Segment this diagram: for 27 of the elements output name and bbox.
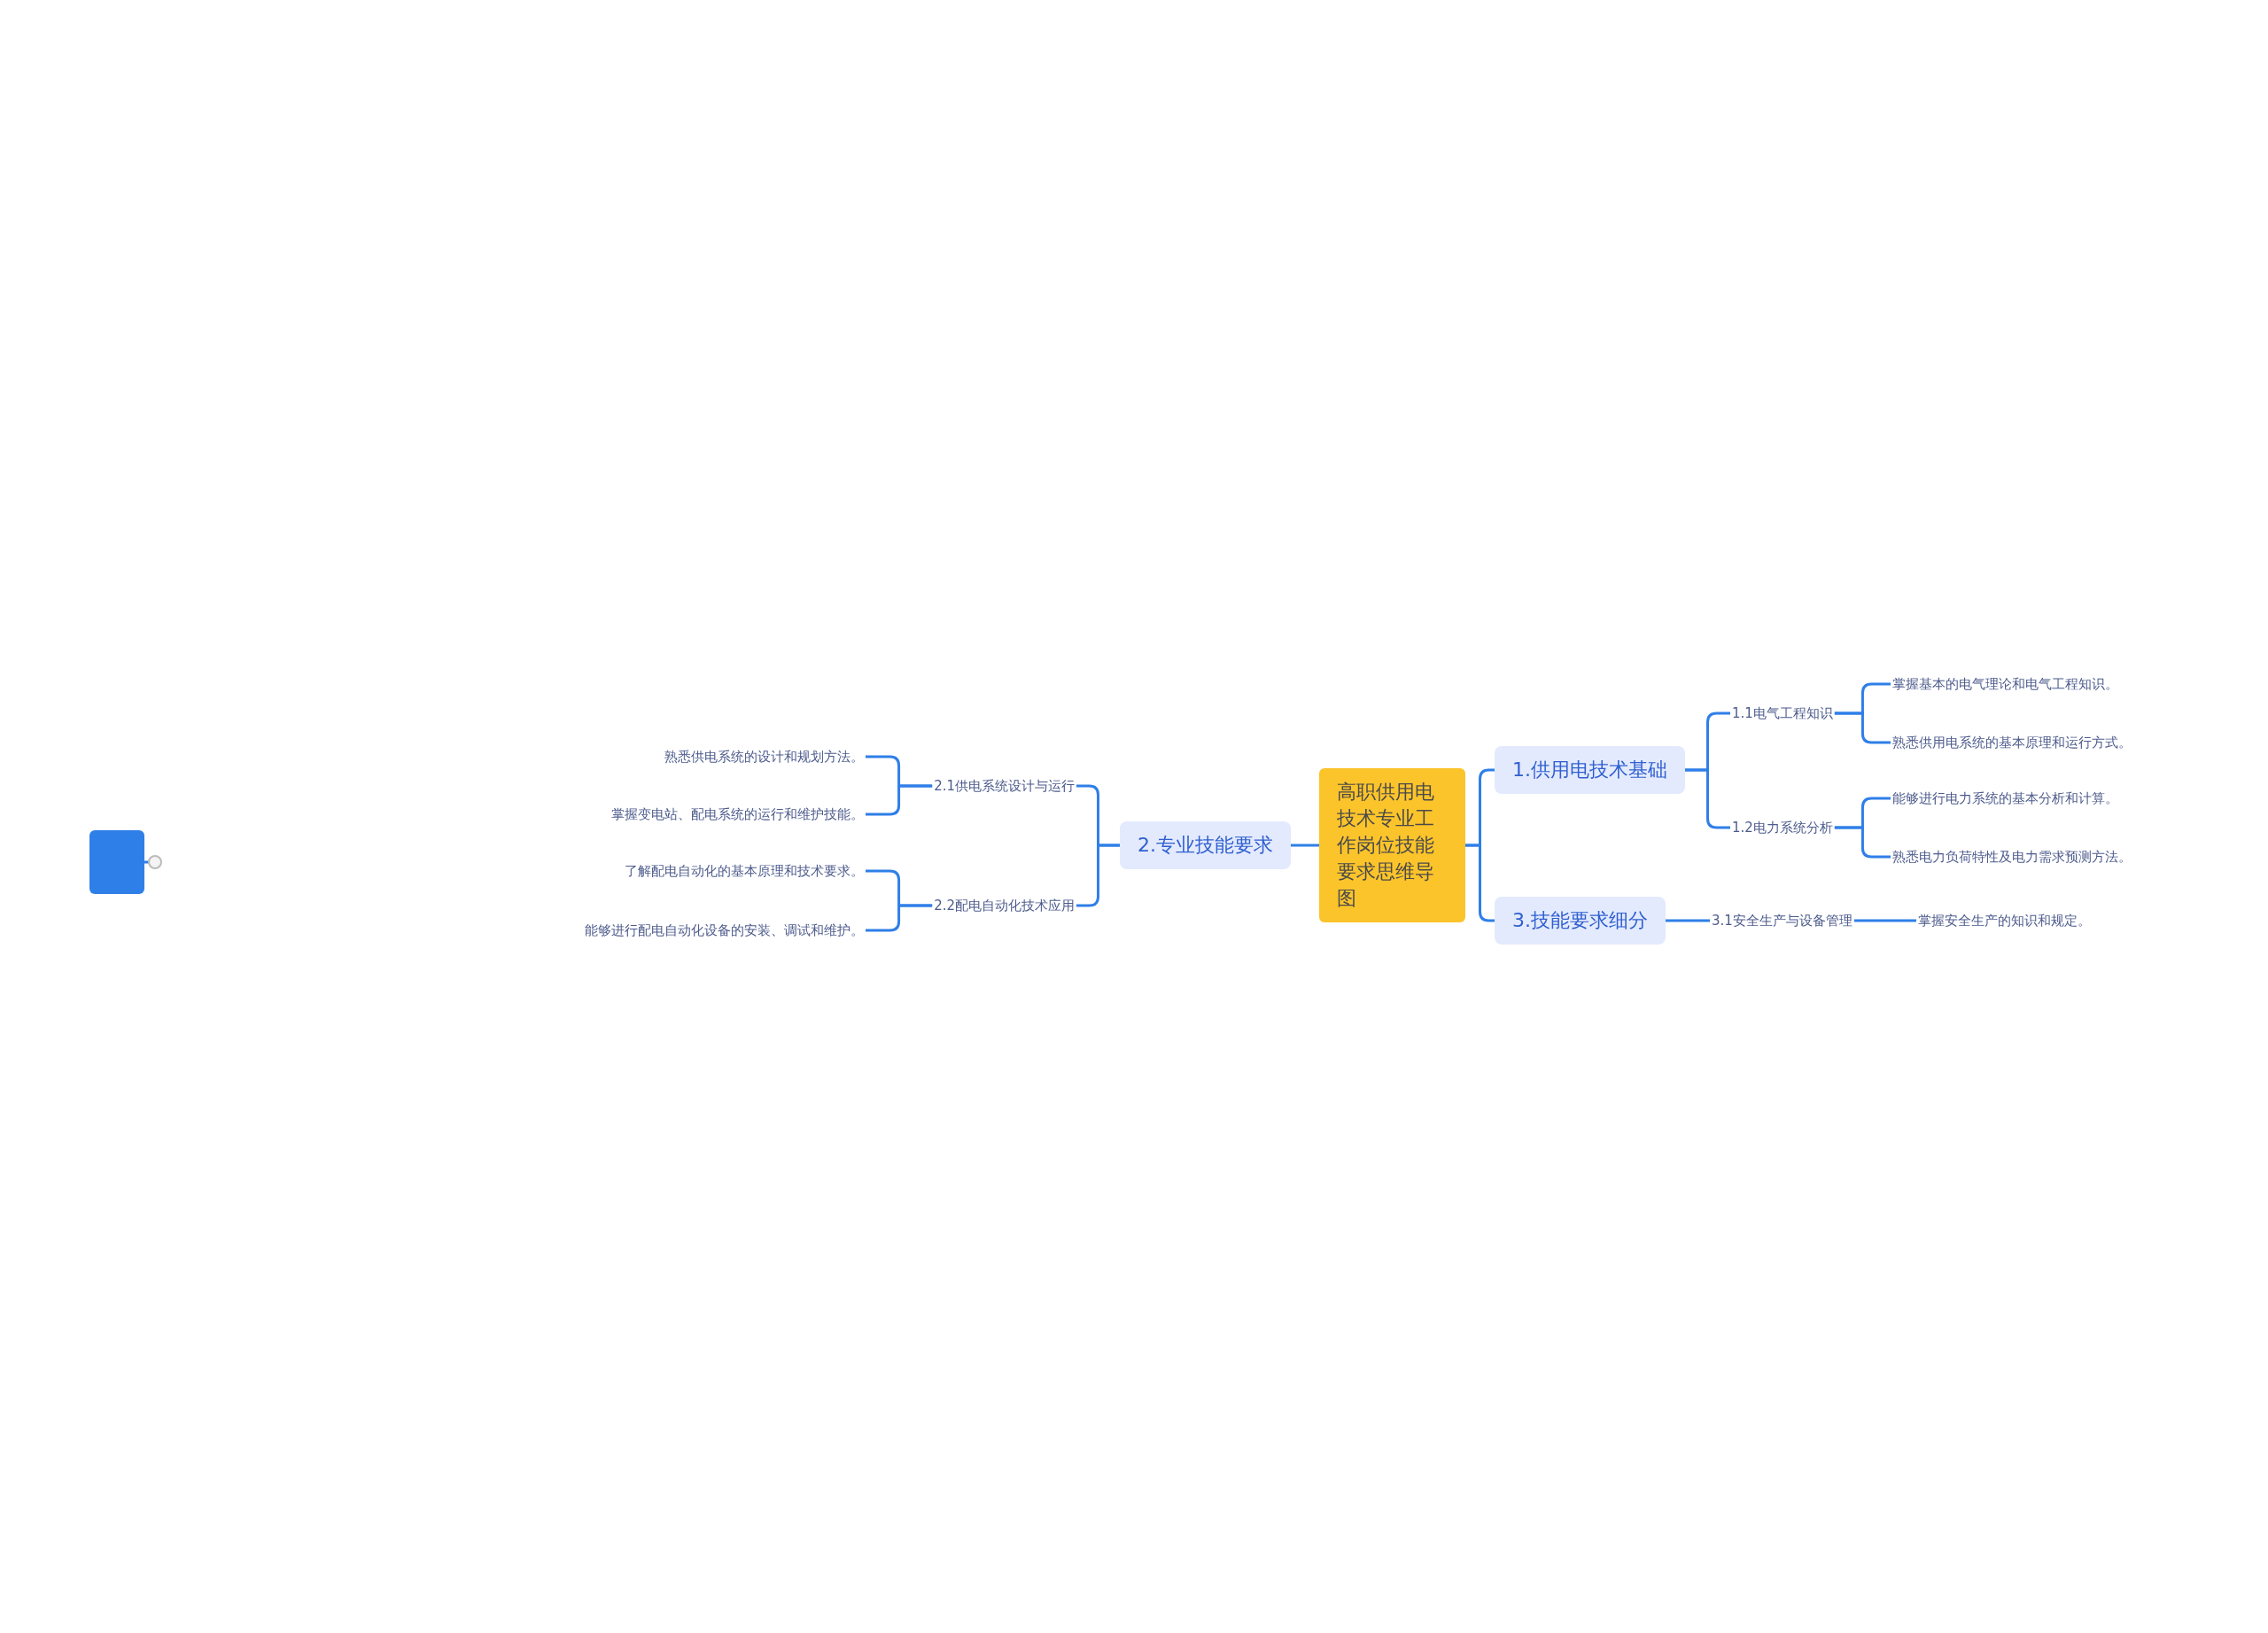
detail-text: 熟悉供用电系统的基本原理和运行方式。 <box>1891 730 2133 755</box>
detail-text: 掌握基本的电气理论和电气工程知识。 <box>1891 672 2120 696</box>
connector-line <box>1834 826 1891 859</box>
subtopic-text: 2.2配电自动化技术应用 <box>932 893 1076 918</box>
connector-line <box>1465 844 1495 922</box>
root-topic-box: 高职供用电技术专业工作岗位技能要求思维导图 <box>1319 768 1465 922</box>
connector-line <box>866 784 933 816</box>
detail-text: 能够进行电力系统的基本分析和计算。 <box>1891 786 2120 811</box>
subtopic-text: 1.1电气工程知识 <box>1730 701 1835 726</box>
subtopic-text: 3.1安全生产与设备管理 <box>1710 908 1854 933</box>
connector-line <box>1853 919 1916 922</box>
subtopic-text: 2.1供电系统设计与运行 <box>932 774 1076 798</box>
connector-line <box>1666 919 1710 922</box>
topic-box: 3.技能要求细分 <box>1495 897 1666 945</box>
topic-box: 1.供用电技术基础 <box>1495 746 1685 794</box>
connector-line <box>1291 844 1319 847</box>
connector-line <box>866 904 933 932</box>
detail-text: 熟悉供电系统的设计和规划方法。 <box>663 744 866 769</box>
detail-text: 掌握变电站、配电系统的运行和维护技能。 <box>610 802 866 827</box>
detail-text: 熟悉电力负荷特性及电力需求预测方法。 <box>1891 844 2133 869</box>
connector-line <box>1834 712 1891 744</box>
topic-box: 2.专业技能要求 <box>1120 821 1291 869</box>
detail-text: 能够进行配电自动化设备的安装、调试和维护。 <box>583 918 866 943</box>
detail-text: 掌握安全生产的知识和规定。 <box>1916 908 2093 933</box>
detail-text: 了解配电自动化的基本原理和技术要求。 <box>623 859 866 883</box>
node-box <box>89 830 144 894</box>
subtopic-text: 1.2电力系统分析 <box>1730 815 1835 840</box>
